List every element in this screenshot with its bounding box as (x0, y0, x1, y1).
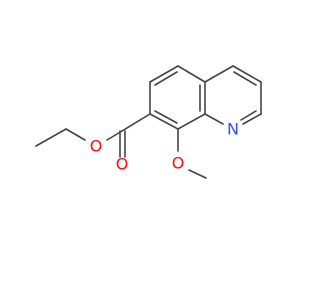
bond-o-methyl (188, 169, 207, 179)
bond-n1-c8a (204, 113, 224, 125)
molecule-diagram: O O O N (35, 65, 262, 179)
bond-ethyl-ch3-ch2 (35, 128, 67, 147)
bond-c4a-c4 (204, 65, 234, 83)
bond-c2-n1-inner (240, 110, 257, 121)
bond-c4-c3-inner (233, 71, 257, 86)
bond-c8-c7-inner (154, 110, 178, 124)
bond-c8a-c8 (177, 113, 206, 130)
bond-ethyl-ch2-o (65, 128, 86, 141)
bond-c8-c7 (149, 113, 179, 130)
bond-c4-c3 (232, 65, 262, 83)
atom-label-n-ring: N (227, 120, 239, 139)
bond-c6-c5-inner (154, 71, 178, 86)
bond-c5-c4a (177, 65, 206, 83)
atom-label-o-methoxy: O (172, 154, 185, 173)
bond-c6-c5 (149, 65, 179, 83)
atom-label-o-carbonyl: O (116, 155, 129, 174)
bond-carbonyl-carbon-c7 (121, 113, 151, 132)
atom-label-o-ester: O (90, 137, 103, 156)
bond-c2-n1 (242, 113, 262, 125)
